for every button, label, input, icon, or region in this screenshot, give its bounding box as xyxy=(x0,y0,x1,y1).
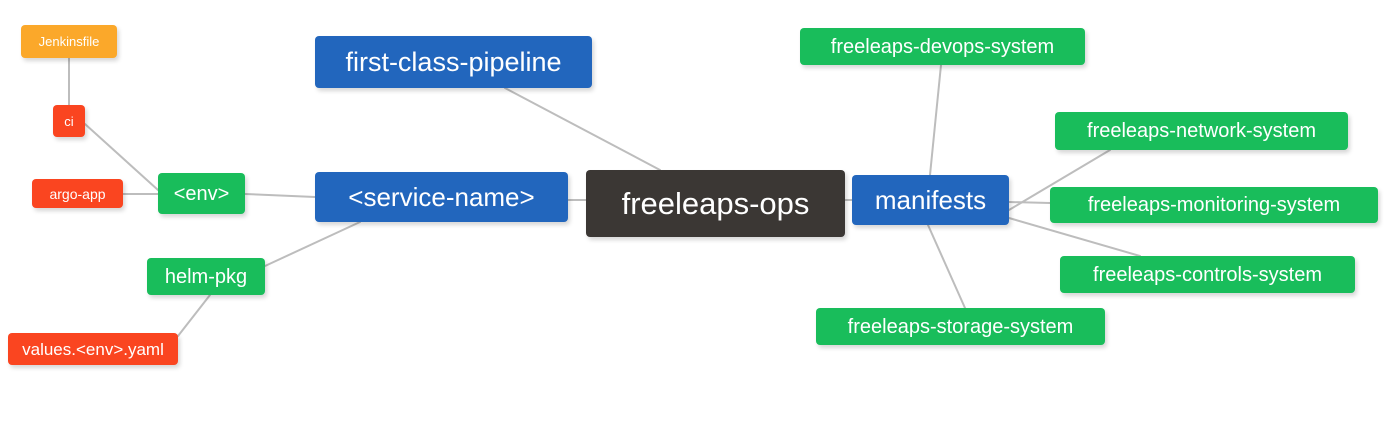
node-label: argo-app xyxy=(49,185,106,202)
edge-first-class-pipeline-to-freeleaps-ops xyxy=(504,87,661,171)
node-label: freeleaps-storage-system xyxy=(847,315,1074,338)
node-freeleaps-ops[interactable]: freeleaps-ops xyxy=(586,170,845,237)
node-env[interactable]: <env> xyxy=(158,173,245,214)
node-label: values.<env>.yaml xyxy=(22,339,164,359)
node-manifests[interactable]: manifests xyxy=(852,175,1009,225)
node-freeleaps-storage-system[interactable]: freeleaps-storage-system xyxy=(816,308,1105,345)
node-freeleaps-controls-system[interactable]: freeleaps-controls-system xyxy=(1060,256,1355,293)
node-freeleaps-monitoring-system[interactable]: freeleaps-monitoring-system xyxy=(1050,187,1378,223)
node-freeleaps-devops-system[interactable]: freeleaps-devops-system xyxy=(800,28,1085,65)
node-values-env-yaml[interactable]: values.<env>.yaml xyxy=(8,333,178,365)
node-ci[interactable]: ci xyxy=(53,105,85,137)
node-label: freeleaps-devops-system xyxy=(830,35,1055,58)
edge-env-to-service-name xyxy=(244,193,316,198)
node-label: freeleaps-controls-system xyxy=(1093,263,1322,286)
node-label: freeleaps-monitoring-system xyxy=(1087,194,1341,216)
node-label: freeleaps-network-system xyxy=(1087,120,1316,142)
node-label: first-class-pipeline xyxy=(345,46,562,77)
node-label: ci xyxy=(64,113,74,129)
node-argo-app[interactable]: argo-app xyxy=(32,179,123,208)
node-label: manifests xyxy=(874,185,987,215)
node-jenkinsfile[interactable]: Jenkinsfile xyxy=(21,25,117,58)
edge-manifests-to-freeleaps-storage-system xyxy=(927,224,966,309)
node-helm-pkg[interactable]: helm-pkg xyxy=(147,258,265,295)
node-label: <service-name> xyxy=(348,182,535,212)
node-first-class-pipeline[interactable]: first-class-pipeline xyxy=(315,36,592,88)
edge-values-env-yaml-to-helm-pkg xyxy=(177,294,211,337)
edge-manifests-to-freeleaps-monitoring-system xyxy=(1008,201,1051,204)
edge-helm-pkg-to-service-name xyxy=(264,221,361,267)
node-label: <env> xyxy=(173,182,230,205)
node-label: freeleaps-ops xyxy=(621,186,810,221)
node-label: Jenkinsfile xyxy=(38,34,100,49)
node-service-name[interactable]: <service-name> xyxy=(315,172,568,222)
node-label: helm-pkg xyxy=(164,265,248,288)
node-freeleaps-network-system[interactable]: freeleaps-network-system xyxy=(1055,112,1348,150)
edge-manifests-to-freeleaps-devops-system xyxy=(929,64,942,176)
edge-manifests-to-freeleaps-controls-system xyxy=(1008,217,1141,257)
